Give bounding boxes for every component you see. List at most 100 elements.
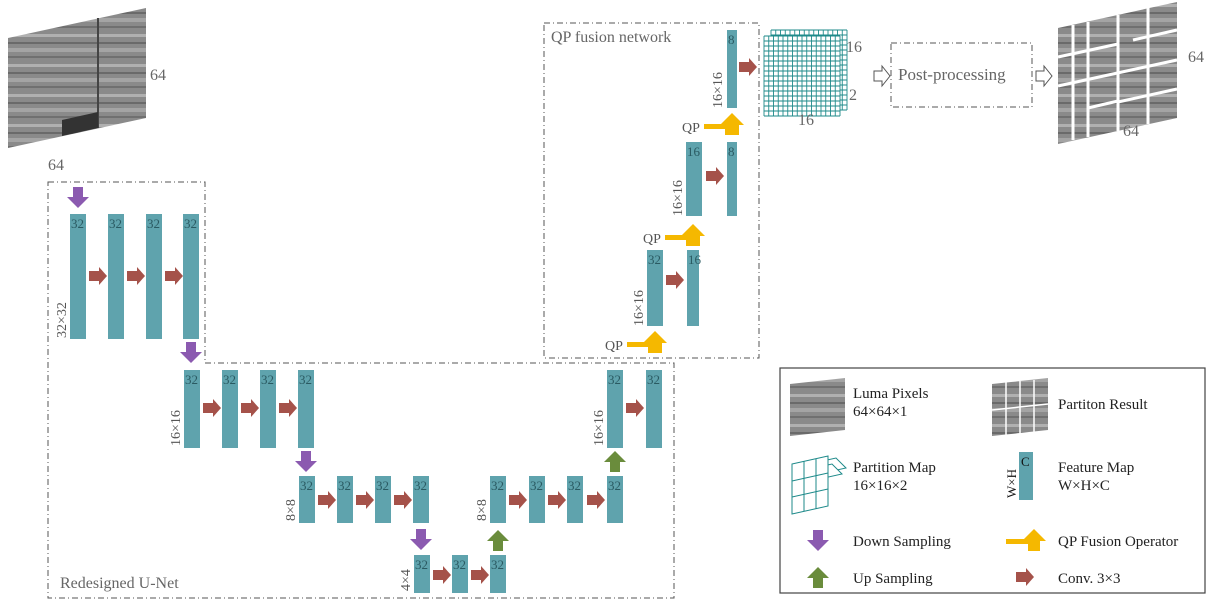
legend-partition-map-line2: 16×16×2 <box>853 478 907 494</box>
up-sampling-arrow <box>604 451 626 472</box>
channel-label: 32 <box>491 557 504 572</box>
conv-arrow <box>356 491 374 509</box>
channel-label: 32 <box>530 478 543 493</box>
qp-stage1-size-label: 16×16 <box>632 290 647 326</box>
output-width-label: 64 <box>1123 123 1139 140</box>
feature-map <box>490 555 506 593</box>
output-height-label: 64 <box>1188 49 1204 66</box>
legend-up-sampling: Up Sampling <box>853 571 933 587</box>
post-processing-box <box>890 42 1033 108</box>
conv-arrow <box>471 566 489 584</box>
channel-label: 32 <box>491 478 504 493</box>
feature-map <box>647 250 663 326</box>
partition-result-icon <box>991 378 1049 436</box>
up3-size-label: 8×8 <box>475 499 490 521</box>
input-image: 64 64 <box>8 8 166 174</box>
partition-map-grid <box>763 29 848 117</box>
pmap-dim-c: 16 <box>798 112 814 129</box>
conv-arrow <box>626 399 644 417</box>
feature-map <box>452 555 468 593</box>
legend-down-sampling: Down Sampling <box>853 534 951 550</box>
channel-label: 32 <box>184 216 197 231</box>
conv-arrow <box>433 566 451 584</box>
qp-stage3-size-label: 16×16 <box>711 72 726 108</box>
post-processing-label: Post-processing <box>898 65 1006 84</box>
feature-map <box>567 476 583 523</box>
feature-map <box>222 370 238 448</box>
qp-fusion-operator: QP <box>643 224 705 247</box>
conv-arrow <box>89 267 107 285</box>
channel-label: 32 <box>71 216 84 231</box>
conv-arrow <box>666 271 684 289</box>
legend-feature-c: C <box>1021 454 1030 469</box>
input-width-label: 64 <box>48 157 64 174</box>
channel-label: 32 <box>608 372 621 387</box>
output-image: 64 64 <box>1057 2 1204 144</box>
legend-partition-result: Partiton Result <box>1058 397 1148 413</box>
legend-conv: Conv. 3×3 <box>1058 571 1121 587</box>
channel-label: 32 <box>415 557 428 572</box>
pmap-dim-a: 16 <box>846 39 862 56</box>
level3-size-label: 8×8 <box>284 499 299 521</box>
feature-map <box>108 214 124 339</box>
down-sampling-arrow <box>410 529 432 550</box>
conv-arrow <box>127 267 145 285</box>
channel-label: 32 <box>109 216 122 231</box>
qp-label: QP <box>605 339 623 354</box>
conv-arrow <box>279 399 297 417</box>
legend-feature-map-line1: Feature Map <box>1058 460 1134 476</box>
channel-label: 8 <box>728 144 735 159</box>
qp-network-title: QP fusion network <box>551 29 671 46</box>
channel-label: 32 <box>414 478 427 493</box>
feature-map <box>607 370 623 448</box>
conv-arrow <box>165 267 183 285</box>
conv-arrow <box>203 399 221 417</box>
channel-label: 32 <box>338 478 351 493</box>
channel-label: 32 <box>185 372 198 387</box>
legend-qp-fusion: QP Fusion Operator <box>1058 534 1178 550</box>
legend-feature-map-line2: W×H×C <box>1058 478 1110 494</box>
feature-map <box>298 370 314 448</box>
feature-map <box>414 555 430 593</box>
legend-luma-line1: Luma Pixels <box>853 386 929 402</box>
feature-map <box>413 476 429 523</box>
channel-label: 32 <box>147 216 160 231</box>
feature-map <box>183 214 199 339</box>
feature-map-icon <box>1019 452 1033 500</box>
down-sampling-arrow <box>67 187 89 208</box>
feature-map <box>490 476 506 523</box>
qp-label: QP <box>643 232 661 247</box>
channel-label: 32 <box>608 478 621 493</box>
conv-arrow <box>739 58 757 76</box>
channel-label: 8 <box>728 32 735 47</box>
level2-size-label: 16×16 <box>169 410 184 446</box>
feature-map <box>727 30 737 108</box>
channel-label: 32 <box>647 372 660 387</box>
partition-map-icon <box>791 455 847 515</box>
feature-map <box>146 214 162 339</box>
down-sampling-arrow <box>180 342 202 363</box>
qp-fusion-boundary <box>543 22 760 359</box>
feature-map <box>375 476 391 523</box>
luma-pixels-icon <box>790 378 845 436</box>
qp-fusion-operator: QP <box>605 331 667 354</box>
channel-label: 16 <box>688 252 702 267</box>
legend-feature-wh: W×H <box>1004 469 1019 498</box>
flow-arrow <box>873 64 891 88</box>
feature-map <box>646 370 662 448</box>
conv-arrow <box>587 491 605 509</box>
up-sampling-arrow <box>487 530 509 551</box>
feature-map <box>260 370 276 448</box>
conv-arrow <box>548 491 566 509</box>
conv-arrow <box>509 491 527 509</box>
channel-label: 32 <box>300 478 313 493</box>
channel-label: 32 <box>648 252 661 267</box>
conv-arrow <box>241 399 259 417</box>
feature-map <box>184 370 200 448</box>
feature-map <box>727 142 737 216</box>
input-height-label: 64 <box>150 67 166 84</box>
feature-map <box>607 476 623 523</box>
conv-arrow <box>318 491 336 509</box>
pmap-dim-b: 2 <box>849 87 857 104</box>
